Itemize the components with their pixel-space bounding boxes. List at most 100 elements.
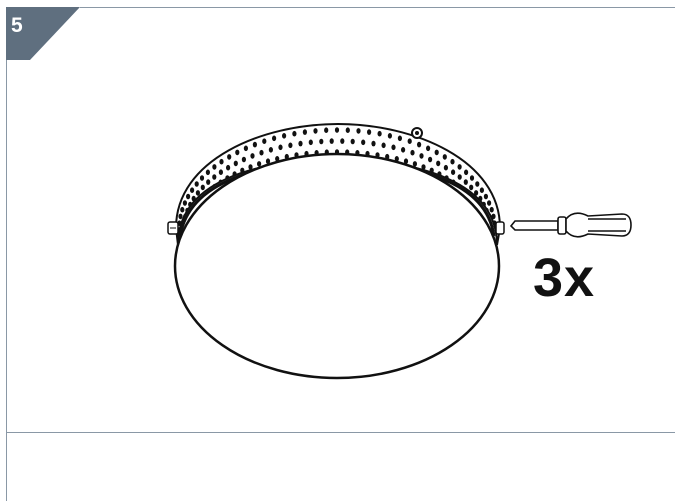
perforation-hole — [319, 138, 324, 145]
perforation-hole — [394, 156, 399, 162]
perforation-hole — [401, 147, 406, 153]
perforation-hole — [243, 145, 248, 152]
screwdriver-icon — [509, 212, 632, 238]
perforation-hole — [235, 149, 240, 156]
perforation-hole — [302, 129, 307, 135]
perforation-hole — [463, 179, 468, 185]
perforation-hole — [426, 145, 431, 152]
perforation-hole — [186, 193, 191, 200]
screw-left-icon — [167, 221, 179, 235]
perforation-hole — [361, 139, 366, 146]
perforation-hole — [288, 142, 293, 149]
perforation-hole — [419, 153, 424, 159]
perforation-hole — [212, 164, 217, 170]
perforation-hole — [429, 167, 434, 174]
perforation-hole — [391, 144, 396, 151]
perforation-hole — [233, 160, 238, 167]
perforation-hole — [206, 179, 211, 185]
screw-top-icon — [411, 127, 423, 139]
perforation-hole — [240, 167, 245, 174]
perforation-hole — [212, 174, 217, 180]
perforation-hole — [397, 135, 402, 142]
perforation-hole — [262, 138, 267, 144]
perforation-hole — [450, 158, 455, 165]
perforation-hole — [443, 164, 448, 171]
perforation-hole — [282, 133, 287, 139]
perforation-hole — [442, 154, 447, 160]
perforation-hole — [205, 169, 210, 176]
perforation-hole — [381, 142, 386, 149]
perforation-hole — [410, 149, 415, 156]
perforation-hole — [180, 206, 185, 213]
perforation-hole — [199, 175, 205, 181]
perforation-hole — [478, 195, 483, 202]
perforation-hole — [403, 158, 409, 164]
perforation-hole — [417, 141, 422, 148]
perforation-hole — [421, 164, 426, 170]
perforation-hole — [259, 149, 264, 156]
perforation-hole — [191, 195, 196, 202]
perforation-hole — [464, 169, 469, 176]
perforation-hole — [434, 149, 439, 156]
perforation-hole — [324, 127, 329, 133]
screw-right-icon — [495, 221, 505, 235]
perforation-hole — [412, 161, 417, 167]
top-border-line — [80, 7, 675, 8]
perforation-hole — [218, 169, 223, 175]
perforation-hole — [195, 190, 200, 196]
perforation-hole — [436, 160, 441, 167]
perforation-hole — [334, 127, 340, 133]
perforation-hole — [252, 141, 257, 148]
perforation-hole — [298, 140, 303, 147]
quantity-label: 3x — [533, 248, 596, 308]
perforation-hole — [479, 187, 484, 193]
perforation-hole — [194, 181, 199, 187]
perforation-hole — [268, 147, 273, 153]
perforation-hole — [226, 164, 231, 171]
perforation-hole — [227, 154, 232, 160]
perforation-hole — [329, 138, 334, 144]
perforation-hole — [474, 190, 479, 196]
perforation-hole — [407, 138, 412, 144]
perforation-hole — [345, 127, 350, 133]
perforation-hole — [457, 164, 462, 170]
perforation-hole — [487, 200, 492, 206]
perforation-hole — [475, 181, 480, 187]
perforation-hole — [219, 158, 224, 165]
perforation-hole — [257, 161, 262, 167]
perforation-hole — [182, 200, 187, 206]
perforation-hole — [190, 187, 195, 193]
ceiling-detector-icon — [167, 122, 505, 380]
perforation-hole — [313, 128, 318, 134]
step-number: 5 — [11, 14, 23, 37]
perforation-hole — [371, 140, 376, 147]
perforation-hole — [428, 156, 433, 163]
step-badge — [6, 7, 80, 60]
perforation-hole — [491, 213, 496, 220]
perforation-hole — [340, 138, 345, 144]
perforation-hole — [489, 206, 494, 213]
perforation-hole — [241, 156, 246, 163]
perforation-hole — [250, 153, 255, 159]
perforation-hole — [483, 193, 488, 200]
left-border-line — [6, 60, 7, 501]
perforation-hole — [265, 158, 271, 164]
perforation-hole — [292, 130, 297, 137]
perforation-hole — [272, 135, 277, 142]
perforation-hole — [387, 133, 392, 139]
perforation-hole — [248, 164, 253, 170]
perforation-hole — [469, 184, 474, 191]
perforation-hole — [178, 213, 183, 220]
perforation-hole — [377, 130, 382, 137]
perforation-hole — [469, 175, 475, 181]
perforation-hole — [367, 129, 372, 135]
perforation-hole — [356, 128, 361, 134]
perforation-hole — [200, 184, 205, 191]
section-divider-line — [6, 432, 675, 433]
perforation-hole — [275, 156, 280, 162]
perforation-hole — [350, 138, 355, 145]
perforation-hole — [451, 169, 456, 175]
perforation-hole — [308, 139, 313, 146]
